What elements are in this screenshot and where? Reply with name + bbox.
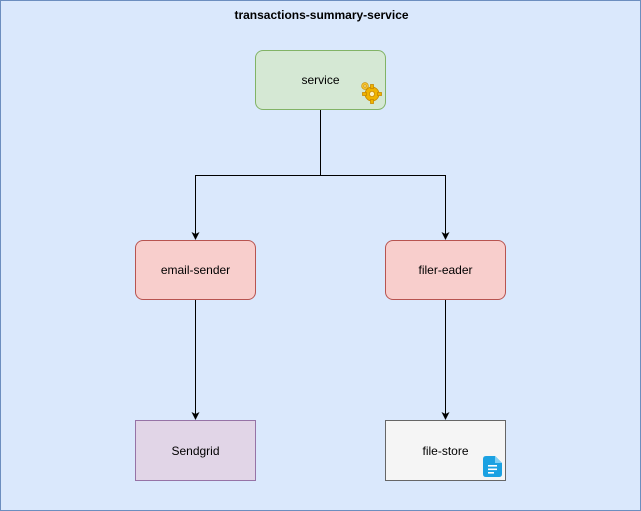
edge-service-to-file-reader bbox=[320, 175, 450, 240]
container-title: transactions-summary-service bbox=[234, 8, 409, 22]
sendgrid-label: Sendgrid bbox=[171, 443, 220, 458]
email-sender-label: email-sender bbox=[160, 263, 231, 277]
service-label: service bbox=[301, 73, 340, 87]
file-reader-node[interactable]: filer-eader bbox=[385, 240, 506, 300]
service-node[interactable]: service bbox=[255, 50, 386, 110]
email-sender-node[interactable]: email-sender bbox=[135, 240, 256, 300]
edge-service-to-email-sender bbox=[191, 110, 321, 240]
sendgrid-node[interactable]: Sendgrid bbox=[135, 420, 256, 481]
file-store-label: file-store bbox=[422, 443, 469, 458]
gear-icon bbox=[361, 82, 382, 104]
file-reader-label: filer-eader bbox=[418, 263, 473, 277]
document-icon bbox=[483, 456, 502, 477]
